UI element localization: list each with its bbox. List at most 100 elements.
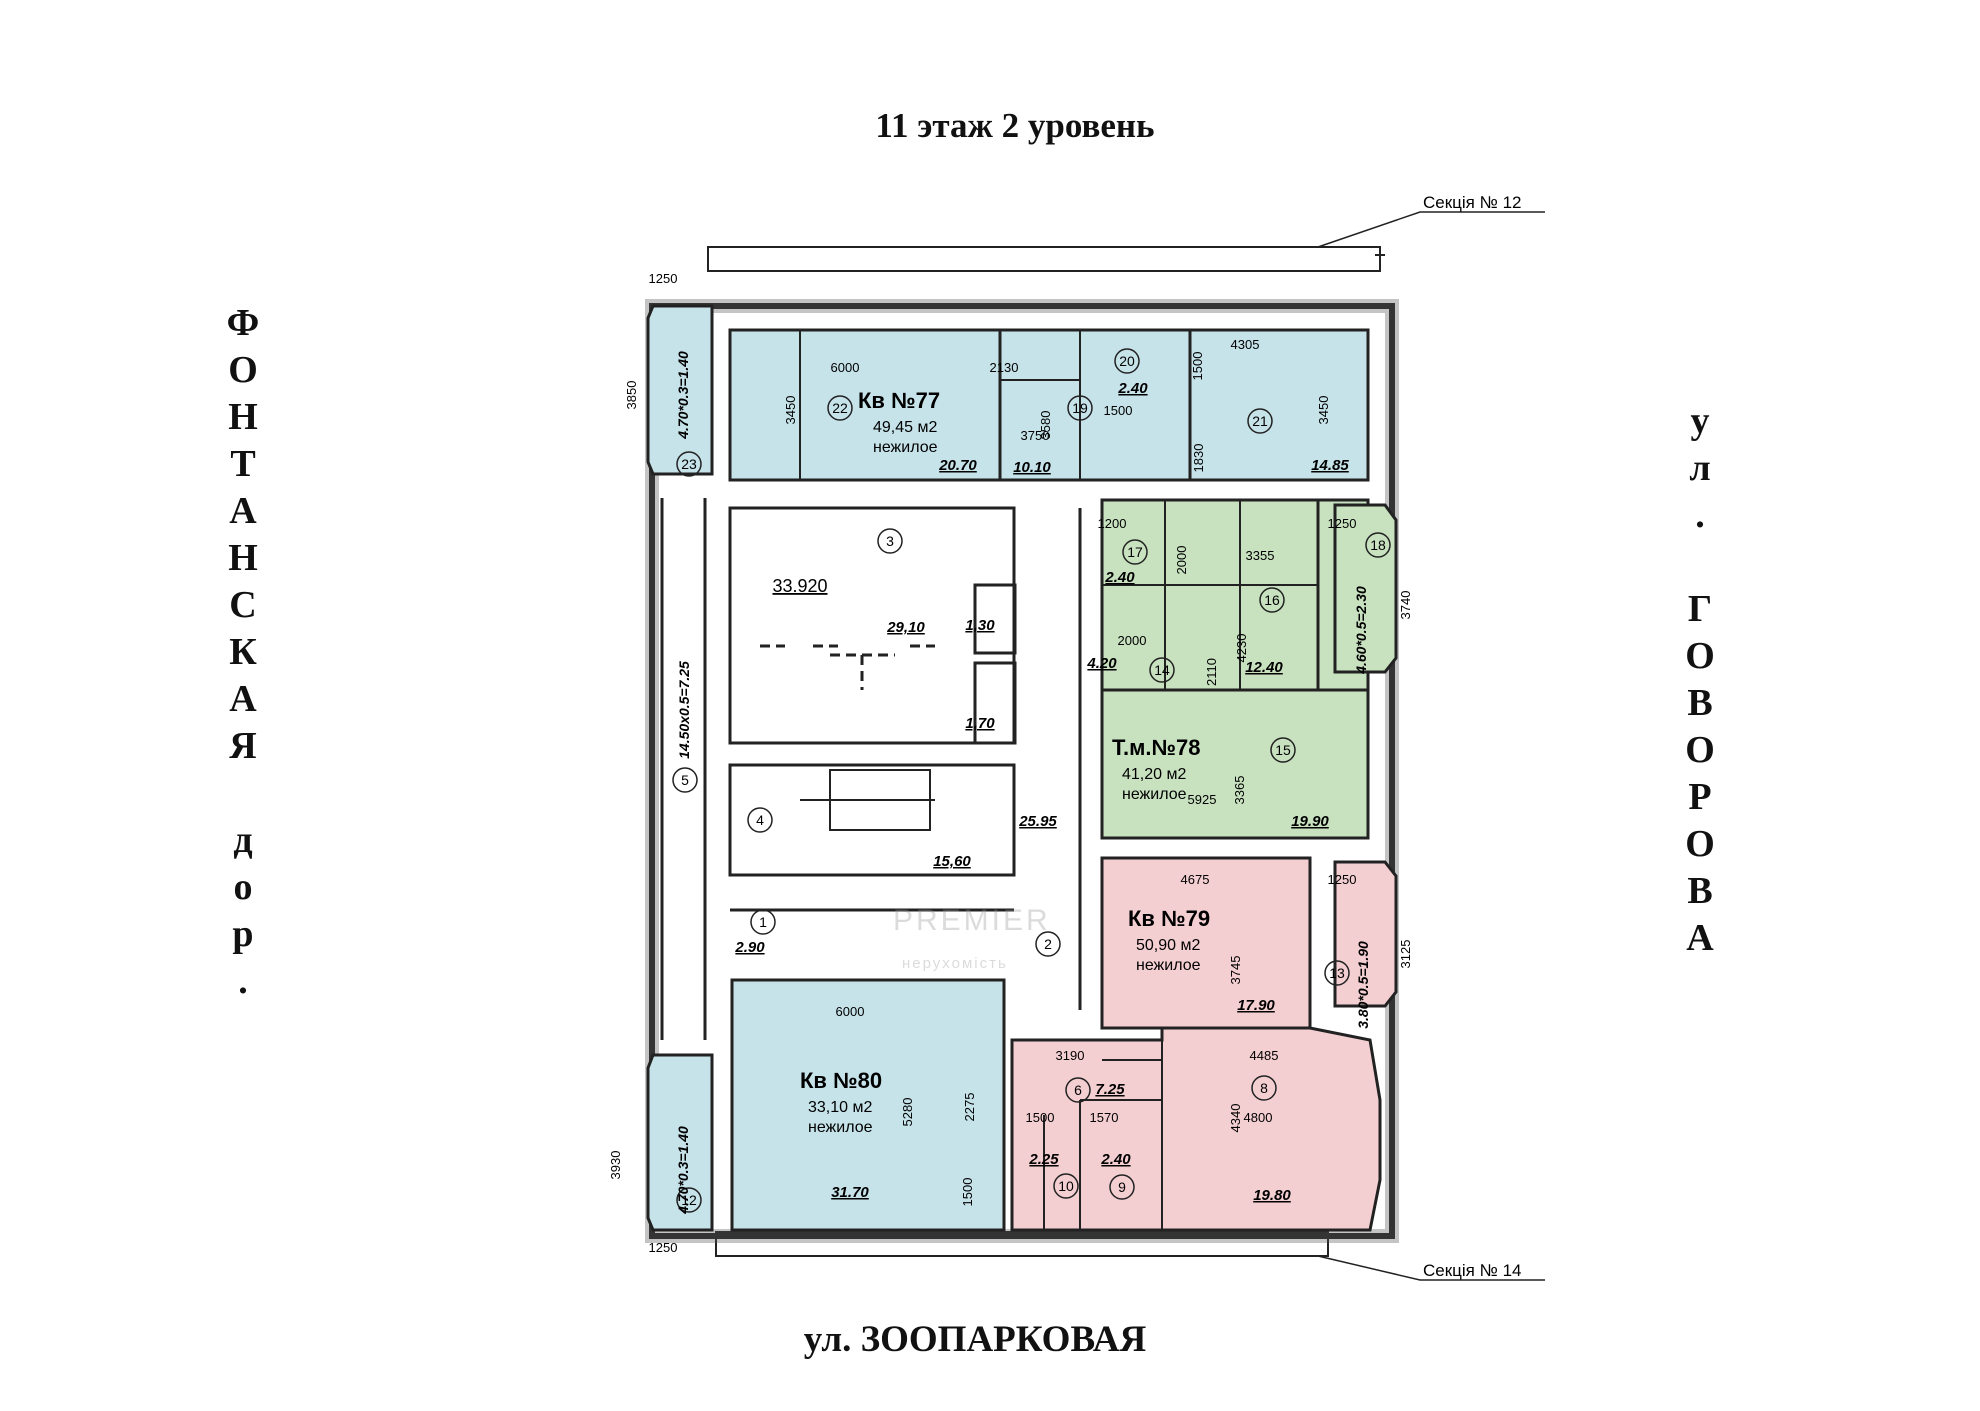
room-circle bbox=[1251, 1075, 1277, 1101]
dimension-label: 4485 bbox=[1250, 1048, 1279, 1063]
room-number: 9 bbox=[1118, 1179, 1126, 1195]
dimension-label: 3355 bbox=[1246, 548, 1275, 563]
street-letter: К bbox=[229, 631, 257, 673]
dimension-label: 4305 bbox=[1231, 337, 1260, 352]
outer-walls bbox=[649, 303, 1395, 1239]
unit-77-area: 49,45 м2 bbox=[873, 419, 937, 436]
dimension-label: 3190 bbox=[1056, 1048, 1085, 1063]
street-letter: Н bbox=[228, 396, 258, 438]
room-number: 20 bbox=[1119, 353, 1135, 369]
room-area-label: 2.40 bbox=[1117, 380, 1148, 397]
dimension-label: 3580 bbox=[1038, 411, 1053, 440]
dimension-label: 2110 bbox=[1204, 658, 1219, 686]
room-area-label: 29,10 bbox=[886, 619, 925, 636]
street-letter: С bbox=[229, 584, 257, 626]
street-letter: . bbox=[1695, 494, 1705, 536]
unit-80-area: 33,10 м2 bbox=[808, 1099, 872, 1116]
room-area-label: 7.25 bbox=[1095, 1081, 1125, 1098]
room-number: 13 bbox=[1329, 965, 1345, 981]
room-area-label: 15,60 bbox=[933, 853, 971, 870]
room-circle bbox=[672, 767, 698, 793]
balcony-area-label: 4.70*0.3=1.40 bbox=[675, 351, 691, 440]
room-number: 18 bbox=[1370, 537, 1386, 553]
unit-78-title: Т.м.№78 bbox=[1112, 735, 1200, 760]
unit-79-type: нежилое bbox=[1136, 957, 1201, 974]
room-number: 6 bbox=[1074, 1082, 1082, 1098]
room-circle bbox=[1067, 395, 1093, 421]
balcony-12 bbox=[646, 1053, 714, 1232]
dimension-label: 3450 bbox=[1316, 396, 1331, 425]
unit-78-type: нежилое bbox=[1122, 786, 1187, 803]
room-circle bbox=[1270, 737, 1296, 763]
street-letter: Р bbox=[1688, 776, 1712, 818]
unit-77[interactable] bbox=[728, 328, 1370, 482]
room-area-label: 19.90 bbox=[1291, 813, 1329, 830]
room-area-label: 19.80 bbox=[1253, 1187, 1291, 1204]
dimension-label: 3930 bbox=[608, 1151, 623, 1180]
street-letter: А bbox=[229, 490, 257, 532]
balcony-23 bbox=[646, 304, 714, 476]
room-circle bbox=[1247, 408, 1273, 434]
balcony-area-label: 4.70*0.3=1.40 bbox=[675, 1126, 691, 1215]
unit-77-type: нежилое bbox=[873, 439, 938, 456]
room-number: 19 bbox=[1072, 400, 1088, 416]
street-letter: О bbox=[228, 349, 258, 391]
room-number: 1 bbox=[759, 914, 767, 930]
room-circle bbox=[1324, 960, 1350, 986]
unit-79[interactable] bbox=[1010, 856, 1382, 1232]
dimension-label: 1250 bbox=[649, 1240, 678, 1255]
dimension-label: 3125 bbox=[1398, 940, 1413, 969]
room-circle bbox=[1053, 1173, 1079, 1199]
balcony-13 bbox=[1333, 860, 1398, 1008]
room-number: 17 bbox=[1127, 544, 1143, 560]
street-letter: . bbox=[238, 960, 248, 1002]
unit-80-type: нежилое bbox=[808, 1119, 873, 1136]
dimension-label: 3740 bbox=[1398, 591, 1413, 620]
room-circle bbox=[877, 528, 903, 554]
dimension-label: 1500 bbox=[960, 1178, 975, 1207]
street-letter: л bbox=[1689, 447, 1711, 489]
dimension-label: 1570 bbox=[1090, 1110, 1119, 1125]
dimension-label: 1500 bbox=[1104, 403, 1133, 418]
balcony-area-label: 14.50x0.5=7.25 bbox=[676, 661, 692, 759]
room-area-label: 10.10 bbox=[1013, 459, 1051, 476]
room-area-label: 2.25 bbox=[1028, 1151, 1059, 1168]
dimension-label: 2000 bbox=[1174, 546, 1189, 575]
dimension-label: 3450 bbox=[783, 396, 798, 425]
dimension-label: 5280 bbox=[900, 1098, 915, 1127]
room-number: 10 bbox=[1058, 1178, 1074, 1194]
dimension-label: 4340 bbox=[1228, 1104, 1243, 1133]
dimension-label: 3750 bbox=[1021, 428, 1050, 443]
dimension-label: 6000 bbox=[836, 1004, 865, 1019]
unit-80[interactable] bbox=[730, 978, 1006, 1232]
balcony-area-label: 4.60*0.5=2.30 bbox=[1353, 586, 1369, 675]
street-letter: В bbox=[1687, 682, 1713, 724]
street-letter: Ф bbox=[226, 302, 260, 344]
room-circle bbox=[1122, 539, 1148, 565]
room-number: 22 bbox=[832, 400, 848, 416]
dimension-label: 3745 bbox=[1228, 956, 1243, 985]
room-circle bbox=[1109, 1174, 1135, 1200]
unit-79-title: Кв №79 bbox=[1128, 906, 1210, 931]
room-area-label: 12.40 bbox=[1245, 659, 1283, 676]
dimension-label: 6000 bbox=[831, 360, 860, 375]
street-letter: О bbox=[1685, 823, 1715, 865]
street-label-bottom: ул. ЗООПАРКОВАЯ bbox=[803, 1319, 1147, 1360]
street-letter: д bbox=[233, 819, 253, 861]
room-area-label: 33.920 bbox=[772, 576, 827, 596]
stairwell-core bbox=[660, 498, 1082, 1040]
room-circle bbox=[676, 1187, 702, 1213]
street-letter: В bbox=[1687, 870, 1713, 912]
dimension-label: 3365 bbox=[1232, 776, 1247, 805]
street-letter: Н bbox=[228, 537, 258, 579]
room-area-label: 2.90 bbox=[734, 939, 765, 956]
room-area-label: 14.85 bbox=[1311, 457, 1349, 474]
street-letter: О bbox=[1685, 635, 1715, 677]
room-area-label: 2.40 bbox=[1104, 569, 1135, 586]
dimension-label: 3850 bbox=[624, 381, 639, 410]
